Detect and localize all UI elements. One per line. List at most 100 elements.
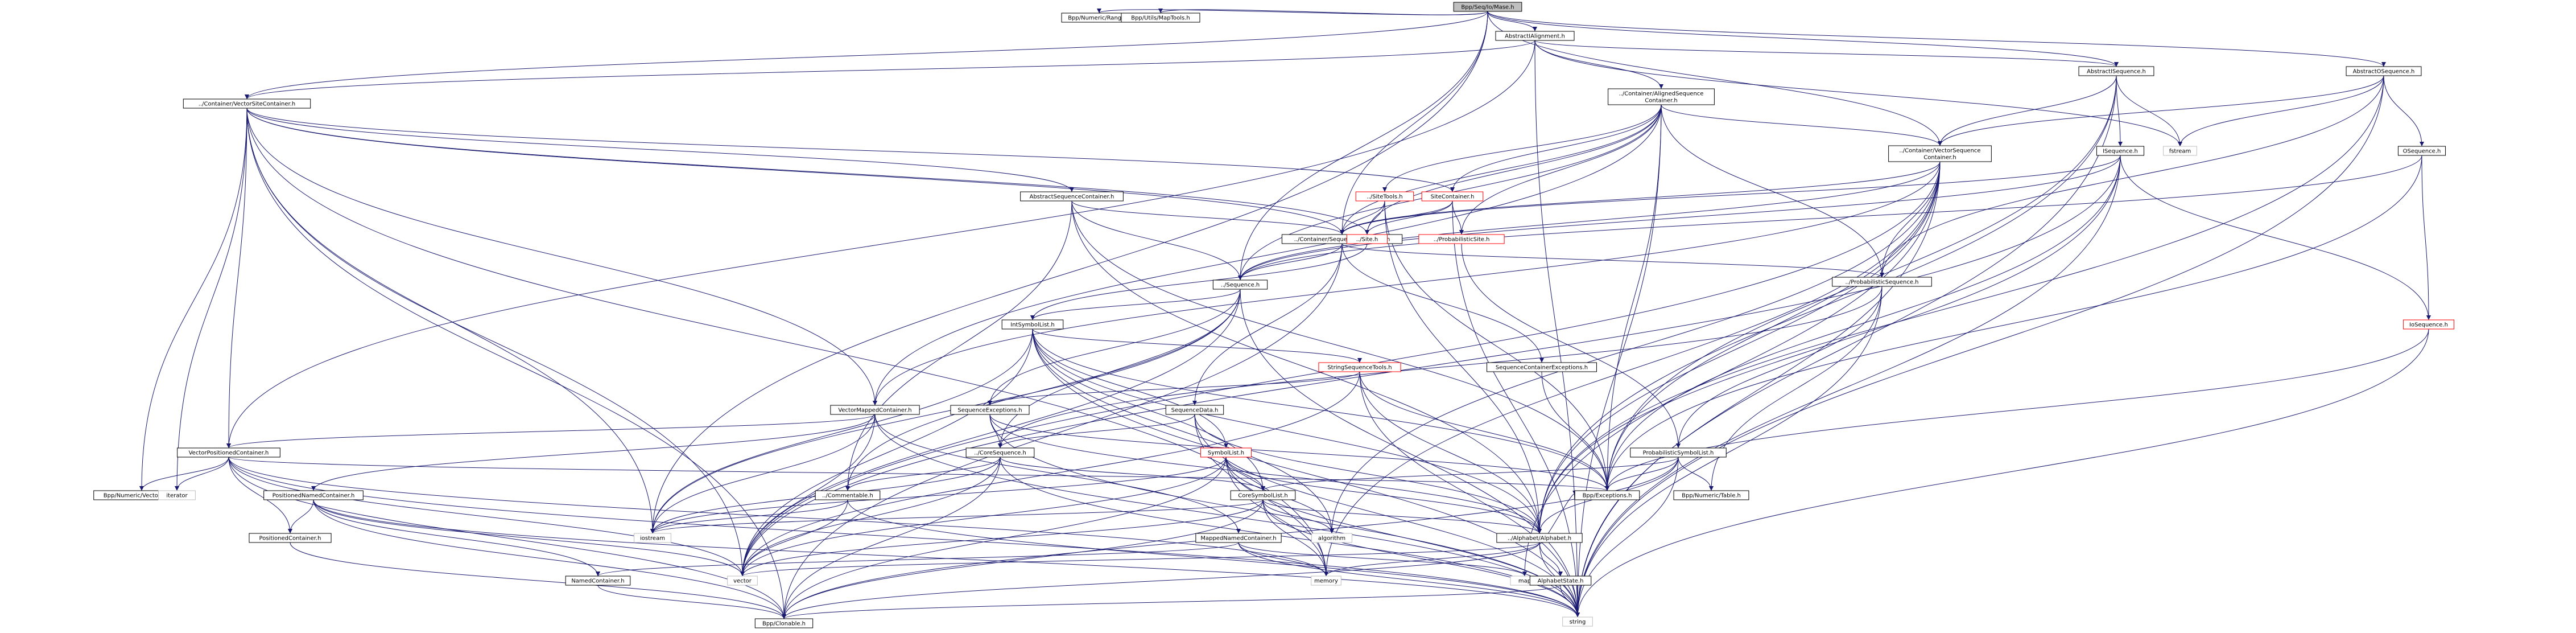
edge-probsite-to-probsymbollist xyxy=(1461,243,1681,449)
node-box xyxy=(1195,533,1282,543)
edge-vectorpositionedcontainer-to-exceptions xyxy=(228,457,1609,491)
edge-abstractosequence-to-vectorseqcontainer xyxy=(1938,75,2384,146)
edge-vectormappedcontainer-to-vectorpositionedcontainer xyxy=(226,414,876,449)
node-label: ../Container/VectorSiteContainer.h xyxy=(199,101,296,108)
edge-vectorpositionedcontainer-to-clonable xyxy=(228,457,786,619)
graph-node-alphabetstate[interactable]: AlphabetState.h xyxy=(1529,576,1592,586)
node-box xyxy=(1020,191,1124,202)
graph-node-sequence[interactable]: ../Sequence.h xyxy=(1212,279,1268,290)
graph-node-stringseqtools[interactable]: StringSequenceTools.h xyxy=(1318,362,1401,372)
edge-coresymbollist-to-clonable xyxy=(782,499,1264,619)
graph-node-sitecontainer[interactable]: SiteContainer.h xyxy=(1421,191,1484,202)
node-label: string xyxy=(1570,619,1586,626)
edge-symbollist-to-vector xyxy=(740,457,1227,577)
node-box xyxy=(2096,146,2145,156)
edge-vectorsitecontainer-to-seqcontainer xyxy=(246,108,1344,235)
edge-abstractialignment-to-alignedseqcontainer xyxy=(1534,40,1663,89)
edge-osequence-to-sequence xyxy=(1238,155,2422,281)
edge-alphabet-to-clonable xyxy=(782,542,1540,619)
node-label: AbstractISequence.h xyxy=(2087,69,2146,75)
edge-alignedseqcontainer-to-probsite xyxy=(1459,104,1662,235)
graph-node-namedcontainer[interactable]: NamedContainer.h xyxy=(565,576,631,586)
edge-alphabetstate-to-clonable xyxy=(782,585,1561,619)
graph-node-probsite[interactable]: ../ProbabilisticSite.h xyxy=(1418,234,1505,244)
node-box xyxy=(1562,616,1593,627)
edge-vectorsitecontainer-to-site xyxy=(246,108,1369,235)
graph-node-exceptions[interactable]: Bpp/Exceptions.h xyxy=(1574,490,1640,500)
node-label: ../ProbabilisticSite.h xyxy=(1434,237,1490,243)
graph-node-vector: vector xyxy=(727,576,758,586)
edge-alignedseqcontainer-to-vectorseqcontainer xyxy=(1661,104,1942,146)
graph-node-positionedcontainer[interactable]: PositionedContainer.h xyxy=(249,533,332,543)
edge-seqdata-to-coresequence xyxy=(998,414,1195,449)
graph-node-site[interactable]: ../Site.h xyxy=(1347,234,1388,244)
edge-alphabet-to-memory xyxy=(1324,542,1540,577)
graph-node-coresequence[interactable]: ../CoreSequence.h xyxy=(965,447,1035,458)
node-box xyxy=(183,98,311,109)
graph-node-probsequence[interactable]: ../ProbabilisticSequence.h xyxy=(1832,277,1932,287)
edge-vectorsitecontainer-to-vector xyxy=(246,108,745,577)
edge-probsymbollist-to-exceptions xyxy=(1605,457,1679,491)
graph-node-abstractisequence[interactable]: AbstractISequence.h xyxy=(2078,66,2154,76)
graph-node-alphabet[interactable]: ../Alphabet/Alphabet.h xyxy=(1496,533,1583,543)
graph-node-osequence[interactable]: OSequence.h xyxy=(2397,146,2446,156)
edge-probsequence-to-probsymbollist xyxy=(1676,286,1883,449)
edge-commentable-to-iostream xyxy=(650,499,848,534)
edge-seqdata-to-alphabet xyxy=(1194,414,1542,534)
graph-node-mappednamedcontainer[interactable]: MappedNamedContainer.h xyxy=(1195,533,1282,543)
graph-node-probsymbollist[interactable]: ProbabilisticSymbolList.h xyxy=(1630,447,1727,458)
graph-node-vectorpositionedcontainer[interactable]: VectorPositionedContainer.h xyxy=(177,447,280,458)
graph-node-seqexceptions[interactable]: SequenceExceptions.h xyxy=(950,405,1030,415)
graph-node-positionednamedcontainer[interactable]: PositionedNamedContainer.h xyxy=(263,490,364,500)
graph-node-maptools[interactable]: Bpp/Utils/MapTools.h xyxy=(1121,13,1200,23)
edge-seqcontainer-to-sequence xyxy=(1238,243,1343,281)
edge-seqexceptions-to-exceptions xyxy=(989,414,1609,491)
edge-intsymbollist-to-stringseqtools xyxy=(1032,328,1362,363)
edge-sitetools-to-alphabet xyxy=(1384,200,1542,534)
node-box xyxy=(1165,405,1224,415)
graph-node-vectorsitecontainer[interactable]: ../Container/VectorSiteContainer.h xyxy=(183,98,311,109)
edge-symbollist-to-coresymbollist xyxy=(1225,457,1265,491)
graph-node-mase[interactable]: Bpp/Seq/Io/Mase.h xyxy=(1453,2,1522,12)
edge-coresymbollist-to-algorithm xyxy=(1262,499,1334,534)
edge-vectorsitecontainer-to-vectorpositionedcontainer xyxy=(226,108,247,449)
node-box xyxy=(2078,66,2154,76)
node-label: Bpp/Numeric/Range.h xyxy=(1068,15,1130,22)
node-label: ../Alphabet/Alphabet.h xyxy=(1508,536,1571,542)
node-label: ../Container/VectorSequence xyxy=(1899,148,1980,154)
graph-node-coresymbollist[interactable]: CoreSymbolList.h xyxy=(1230,490,1296,500)
edge-vectorpositionedcontainer-to-vectortools xyxy=(139,457,229,491)
edge-sitecontainer-to-probsite xyxy=(1452,200,1464,235)
graph-node-seqdata[interactable]: SequenceData.h xyxy=(1165,405,1224,415)
node-box xyxy=(1832,277,1932,287)
edge-abstractosequence-to-string xyxy=(1575,75,2384,618)
graph-node-symbollist[interactable]: SymbolList.h xyxy=(1200,447,1252,458)
edge-probsymbollist-to-coresymbollist xyxy=(1261,457,1679,491)
node-label: ../Container/AlignedSequence xyxy=(1619,91,1704,97)
node-label: SequenceContainerExceptions.h xyxy=(1496,365,1588,371)
edge-probsequence-to-coresequence xyxy=(998,286,1883,449)
edge-abstractosequence-to-fstream xyxy=(2178,75,2384,147)
graph-node-isequence[interactable]: ISequence.h xyxy=(2096,146,2145,156)
node-box xyxy=(2402,319,2455,330)
graph-node-abstractosequence[interactable]: AbstractOSequence.h xyxy=(2346,66,2422,76)
graph-node-commentable[interactable]: ../Commentable.h xyxy=(815,490,881,500)
graph-node-seqcontainerexceptions[interactable]: SequenceContainerExceptions.h xyxy=(1487,362,1597,372)
graph-node-clonable[interactable]: Bpp/Clonable.h xyxy=(754,618,814,628)
graph-node-vectormappedcontainer[interactable]: VectorMappedContainer.h xyxy=(830,405,920,415)
node-box xyxy=(1230,490,1296,500)
graph-node-table[interactable]: Bpp/Numeric/Table.h xyxy=(1673,490,1749,500)
node-label: ../SiteTools.h xyxy=(1367,194,1402,200)
graph-node-intsymbollist[interactable]: IntSymbolList.h xyxy=(1001,319,1064,330)
edge-coresequence-to-commentable xyxy=(845,457,1001,491)
edge-vectorpositionedcontainer-to-vector xyxy=(228,457,745,577)
edge-positionednamedcontainer-to-vector xyxy=(313,499,745,577)
graph-node-abstractseqcontainer[interactable]: AbstractSequenceContainer.h xyxy=(1020,191,1124,202)
edge-abstractisequence-to-string xyxy=(1575,75,2117,618)
edge-mase-to-iostream xyxy=(650,11,1488,534)
graph-node-iosequence[interactable]: IoSequence.h xyxy=(2402,319,2455,330)
graph-node-abstractialignment[interactable]: AbstractIAlignment.h xyxy=(1495,31,1575,41)
graph-node-sitetools[interactable]: ../SiteTools.h xyxy=(1355,191,1414,202)
